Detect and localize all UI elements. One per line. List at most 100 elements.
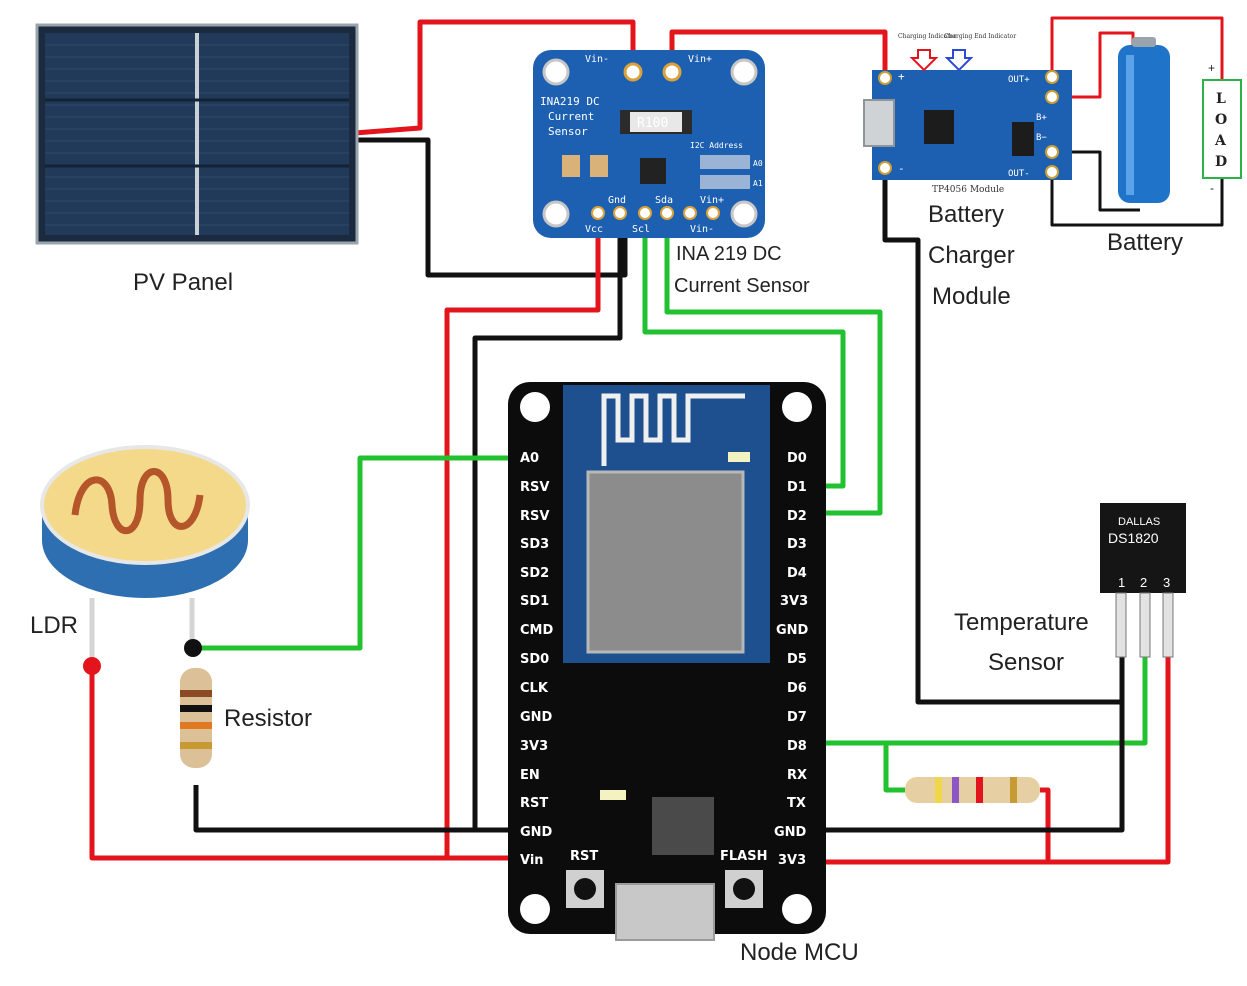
ldr-sensor (40, 445, 250, 675)
pullup-resistor-body (905, 777, 1040, 803)
charged-indicator-label: Charging End Indicator (944, 33, 1016, 40)
wire-d8-temp (815, 655, 1148, 746)
ina219-vcc-label: Vcc (585, 224, 603, 235)
charger-label-line3: Module (932, 283, 1011, 310)
wire-ina-vcc (444, 215, 601, 860)
battery-cell (1118, 37, 1170, 203)
wire-temp-vcc (815, 655, 1171, 865)
pin-right-12: RX (787, 768, 807, 783)
load-box: L O A D + - (1202, 61, 1242, 195)
ina219-a0-label: A0 (753, 159, 763, 168)
pin-right-4: D3 (787, 537, 807, 552)
ina219-vin-minus-label: Vin- (585, 54, 609, 65)
nodemcu-hole-bl (520, 894, 550, 924)
charger-chip-2 (1012, 122, 1034, 156)
flash-button-cap[interactable] (733, 878, 755, 900)
pv-panel-label: PV Panel (133, 269, 233, 296)
pin-right-8: D5 (787, 652, 807, 667)
esp-led (728, 452, 750, 462)
pin-left-11: 3V3 (520, 739, 548, 754)
pin-right-1: D0 (787, 451, 807, 466)
ldr-resistor-band-4 (180, 742, 212, 749)
ina219-terminal-vin-plus (662, 62, 682, 82)
micro-usb-port (615, 883, 715, 941)
ina219-jumper-a1 (700, 175, 750, 189)
wire-ldr-vin (89, 667, 512, 861)
load-letter-a: A (1214, 133, 1227, 149)
flash-button-label: FLASH (720, 849, 767, 864)
pin-left-14: GND (520, 825, 553, 840)
ldr-joint-red (83, 657, 101, 675)
wire-pullup-3v3 (1040, 787, 1051, 860)
pin-left-7: CMD (520, 623, 553, 638)
wire-temp-gnd (815, 655, 1125, 833)
load-minus-label: - (1210, 181, 1214, 195)
ina219-label-line2: Current Sensor (674, 275, 810, 297)
charger-label-line1: Battery (928, 201, 1004, 228)
pin-right-7: GND (776, 623, 809, 638)
pin-right-3: D2 (787, 509, 807, 524)
ds1820-brand: DALLAS (1118, 516, 1160, 528)
ina219-mount-hole-bl (542, 200, 570, 228)
pullup-band-3 (976, 777, 983, 803)
nodemcu-board: RST FLASH A0 RSV RSV SD3 SD2 SD1 CMD SD0… (508, 382, 826, 941)
pullup-band-4 (1010, 777, 1017, 803)
charger-out-minus-label: OUT- (1008, 169, 1030, 179)
load-letter-o: O (1215, 112, 1227, 128)
ds1820-pin-2: 2 (1140, 575, 1147, 590)
charger-terminal-out-plus (1045, 70, 1059, 84)
charger-chip (924, 110, 954, 144)
ina219-jumper-a0 (700, 155, 750, 169)
ina219-header-scl (638, 206, 652, 220)
wire-ina-gnd (472, 215, 623, 830)
wires (89, 16, 1224, 865)
pv-panel (35, 23, 359, 245)
resistor-label: Resistor (224, 705, 312, 732)
ina219-i2c-label: I2C Address (690, 141, 743, 150)
charger-terminal-minus (878, 161, 892, 175)
battery-body (1118, 45, 1170, 203)
charger-terminal-b-minus (1045, 145, 1059, 159)
ina219-sda-label: Sda (655, 195, 673, 206)
charger-module-label: TP4056 Module (932, 185, 1004, 195)
ina219-a1-label: A1 (753, 179, 763, 188)
charger-terminal-b-plus (1045, 90, 1059, 104)
wire-pv-to-ina-vin-minus (354, 19, 636, 136)
charged-indicator-arrow-icon (944, 49, 974, 72)
ldr-resistor-body (180, 668, 212, 768)
rst-button-cap[interactable] (574, 878, 596, 900)
pin-right-9: D6 (787, 681, 807, 696)
ds1820-leg-2 (1139, 592, 1151, 658)
temp-label-line2: Sensor (988, 649, 1064, 676)
battery-cap (1132, 37, 1156, 47)
load-plus-label: + (1208, 61, 1215, 75)
load-letter-d: D (1215, 154, 1227, 170)
nodemcu-hole-tl (520, 392, 550, 422)
charger-label-line2: Charger (928, 242, 1015, 269)
pullup-band-1 (935, 777, 942, 803)
charger-b-minus-label: B− (1036, 133, 1047, 143)
wire-ldr-a0 (198, 455, 512, 651)
pin-left-10: GND (520, 710, 553, 725)
load-rect (1202, 79, 1242, 179)
ina219-label-line1: INA 219 DC (676, 243, 782, 265)
pin-left-3: RSV (520, 509, 549, 524)
pin-left-5: SD2 (520, 566, 549, 581)
pin-left-13: RST (520, 796, 548, 811)
ina219-vin-plus-label: Vin+ (688, 54, 712, 65)
ldr-trace-icon (71, 468, 204, 535)
ina219-vin-plus-b-label: Vin+ (700, 195, 724, 206)
rst-button-label: RST (570, 849, 598, 864)
nodemcu-hole-tr (782, 392, 812, 422)
ina219-header-sda (660, 206, 674, 220)
ldr-resistor-band-1 (180, 690, 212, 697)
ina219-cap-2 (590, 155, 608, 177)
ds1820-model: DS1820 (1108, 530, 1159, 546)
charger-terminal-out-minus (1045, 165, 1059, 179)
wire-d8-resistor (883, 743, 905, 793)
ina219-cap-1 (562, 155, 580, 177)
load-letter-l: L (1216, 91, 1226, 107)
ds1820-pin-1: 1 (1118, 575, 1125, 590)
wire-load-minus (1050, 172, 1224, 227)
